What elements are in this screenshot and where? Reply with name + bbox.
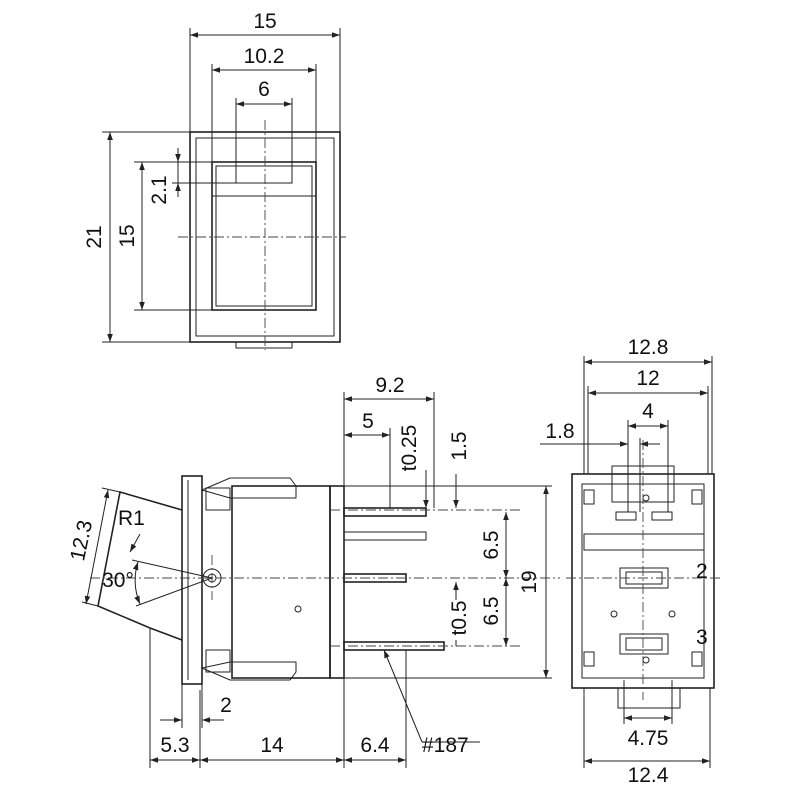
end-width-outer-label: 12.8 (628, 336, 669, 359)
side-flange (181, 475, 203, 685)
end-spacing-b-label: 4 (642, 400, 654, 423)
side-flange-depth-label: 5.3 (160, 734, 189, 757)
side-pitch-upper-label: 6.5 (480, 530, 503, 559)
end-terminal-3-label: 3 (696, 626, 708, 649)
side-angle-label: 30° (102, 569, 134, 592)
end-view: 12.8 12 4 1.8 2 3 4.75 12.4 (540, 336, 720, 787)
end-terminal-3 (619, 633, 669, 655)
side-offset-b-label: 1.5 (448, 431, 471, 460)
end-spacing-a-label: 1.8 (545, 420, 574, 443)
front-slot (235, 161, 293, 184)
side-body (231, 485, 331, 679)
side-actuator-length-label: 12.3 (66, 518, 97, 563)
side-terminal-type-label: #187 (422, 734, 469, 757)
side-rear-block (329, 485, 345, 679)
front-rocker-outline (211, 161, 317, 311)
side-view: 9.2 5 t0.25 1.5 19 6.5 6.5 t0.5 R1 30° (66, 374, 560, 768)
front-slot-height-label: 2.1 (148, 175, 171, 204)
end-terminal-2-label: 2 (696, 560, 708, 583)
front-view: 15 10.2 6 21 15 2.1 (83, 10, 346, 350)
side-actuator-offset-label: 2 (220, 694, 232, 717)
side-pitch-lower-label: 6.5 (480, 596, 503, 625)
side-body-depth-label: 14 (260, 734, 284, 757)
end-width-inner-label: 12 (636, 367, 659, 390)
front-rocker-inner (215, 165, 313, 307)
side-radius-label: R1 (118, 507, 145, 530)
side-terminal-thickness-label: t0.25 (398, 425, 421, 472)
side-height-label: 19 (518, 570, 541, 593)
front-bottom-tab (235, 341, 293, 349)
end-width-bottom-label: 12.4 (628, 764, 669, 787)
side-depth-terminal-label: 9.2 (375, 374, 404, 397)
side-offset-a-label: 5 (362, 410, 374, 433)
front-width-inner-label: 10.2 (244, 45, 285, 68)
front-width-outer-label: 15 (253, 10, 276, 33)
front-width-slot-label: 6 (258, 78, 270, 101)
side-terminal-upper (343, 507, 427, 517)
side-terminal-length-label: 6.4 (360, 734, 390, 757)
end-divider (583, 533, 705, 551)
side-body-thickness-label: t0.5 (448, 600, 471, 635)
front-height-inner-label: 15 (116, 224, 139, 247)
end-terminal-spacing-label: 4.75 (628, 727, 669, 750)
front-height-outer-label: 21 (83, 225, 106, 248)
